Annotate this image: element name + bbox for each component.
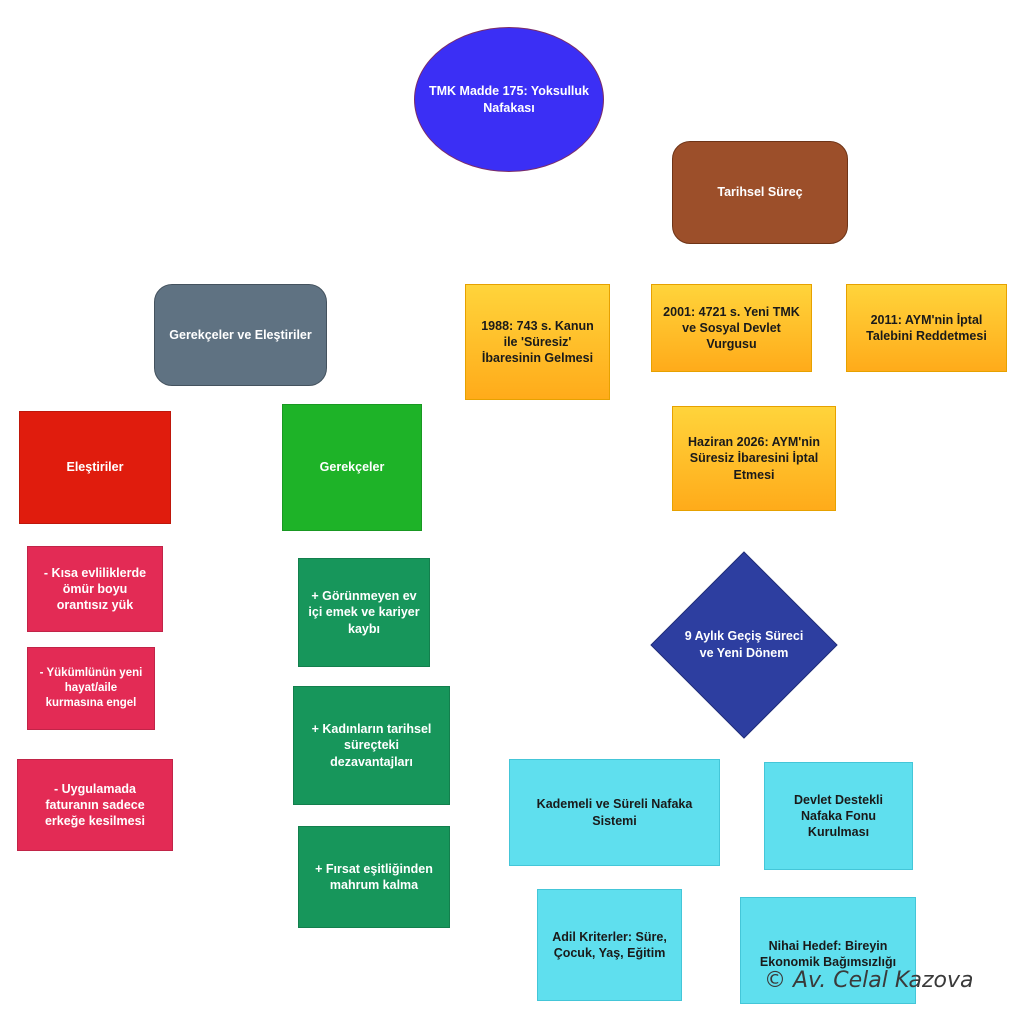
grounds-node: Gerekçeler <box>282 404 422 531</box>
transition-item: Adil Kriterler: Süre, Çocuk, Yaş, Eğitim <box>537 889 682 1001</box>
history-event-label: 1988: 743 s. Kanun ile 'Süresiz' İbaresi… <box>481 318 594 366</box>
history-event-label: 2011: AYM'nin İptal Talebini Reddetmesi <box>866 312 987 343</box>
criticism-item: - Kısa evliliklerde ömür boyu orantısız … <box>27 546 163 632</box>
ground-item: + Görünmeyen ev içi emek ve kariyer kayb… <box>298 558 430 667</box>
transition-item: Kademeli ve Süreli Nafaka Sistemi <box>509 759 720 866</box>
history-event-label: 2001: 4721 s. Yeni TMK ve Sosyal Devlet … <box>663 304 800 352</box>
history-event-label: Haziran 2026: AYM'nin Süresiz İbaresini … <box>688 435 820 482</box>
ground-item-label: + Kadınların tarihsel süreçteki dezavant… <box>311 722 432 769</box>
root-label: TMK Madde 175: Yoksulluk Nafakası <box>429 84 589 115</box>
history-label: Tarihsel Süreç <box>717 185 803 200</box>
criticism-item: - Uygulamada faturanın sadece erkeğe kes… <box>17 759 173 851</box>
criticisms-label: Eleştiriler <box>66 460 124 475</box>
history-event-2011: 2011: AYM'nin İptal Talebini Reddetmesi <box>846 284 1007 372</box>
criticisms-node: Eleştiriler <box>19 411 171 524</box>
transition-item: Nihai Hedef: Bireyin Ekonomik Bağımsızlı… <box>740 897 916 1004</box>
ground-item-label: + Fırsat eşitliğinden mahrum kalma <box>315 861 433 892</box>
ground-item-label: + Görünmeyen ev içi emek ve kariyer kayb… <box>308 589 420 636</box>
history-node: Tarihsel Süreç <box>672 141 848 244</box>
transition-item: Devlet Destekli Nafaka Fonu Kurulması <box>764 762 913 870</box>
criticism-item-label: - Kısa evliliklerde ömür boyu orantısız … <box>43 565 147 613</box>
ground-item: + Fırsat eşitliğinden mahrum kalma <box>298 826 450 928</box>
transition-label: 9 Aylık Geçiş Süreci ve Yeni Dönem <box>684 629 804 660</box>
grounds-criticisms-label: Gerekçeler ve Eleştiriler <box>169 327 312 342</box>
grounds-criticisms-node: Gerekçeler ve Eleştiriler <box>154 284 327 386</box>
transition-item-label: Kademeli ve Süreli Nafaka Sistemi <box>536 797 693 828</box>
transition-item-label: Devlet Destekli Nafaka Fonu Kurulması <box>794 792 883 840</box>
diamond-shape <box>650 551 838 739</box>
transition-item-label: Adil Kriterler: Süre, Çocuk, Yaş, Eğitim <box>552 929 667 960</box>
history-event-1988: 1988: 743 s. Kanun ile 'Süresiz' İbaresi… <box>465 284 610 400</box>
criticism-item-label: - Uygulamada faturanın sadece erkeğe kes… <box>44 781 146 829</box>
ground-item: + Kadınların tarihsel süreçteki dezavant… <box>293 686 450 805</box>
transition-item-label: Nihai Hedef: Bireyin Ekonomik Bağımsızlı… <box>759 939 897 970</box>
root-node: TMK Madde 175: Yoksulluk Nafakası <box>414 27 604 172</box>
grounds-label: Gerekçeler <box>319 460 385 475</box>
criticism-item-label: - Yükümlünün yeni hayat/aile kurmasına e… <box>39 667 143 709</box>
criticism-item: - Yükümlünün yeni hayat/aile kurmasına e… <box>27 647 155 730</box>
transition-node: 9 Aylık Geçiş Süreci ve Yeni Dönem <box>650 551 838 739</box>
history-event-2001: 2001: 4721 s. Yeni TMK ve Sosyal Devlet … <box>651 284 812 372</box>
copyright-text: © Av. Celal Kazova <box>764 968 974 993</box>
history-event-2026: Haziran 2026: AYM'nin Süresiz İbaresini … <box>672 406 836 511</box>
